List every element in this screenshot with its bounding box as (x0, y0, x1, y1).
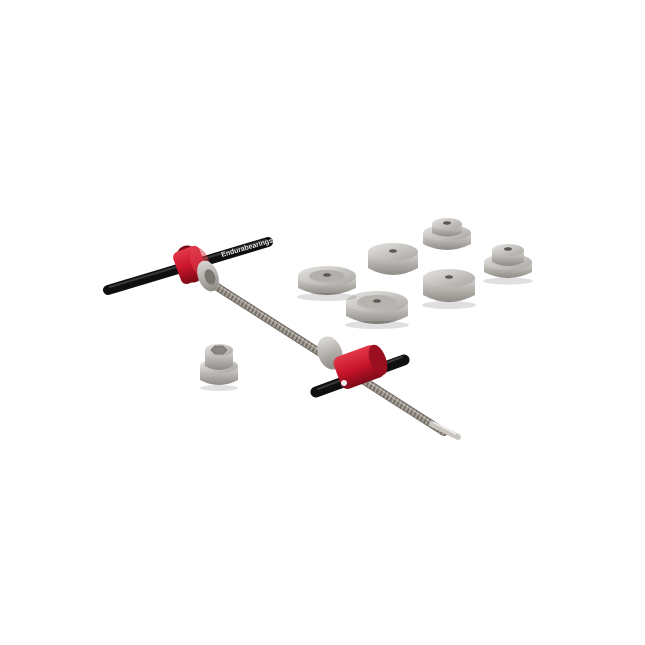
ground-shadows (200, 277, 533, 391)
press-cup-e (423, 269, 475, 302)
right-red-nut (317, 336, 388, 389)
press-cup-hex (200, 344, 238, 385)
brand-logo-icon (341, 380, 347, 386)
press-cup-b (368, 243, 418, 275)
press-cup-f (484, 244, 532, 278)
brand-mark-text: Endurabearings (221, 237, 274, 258)
press-cup-a (298, 266, 356, 295)
press-cup-c (346, 291, 408, 324)
press-cup-d (423, 218, 471, 250)
left-red-nut (173, 245, 219, 292)
